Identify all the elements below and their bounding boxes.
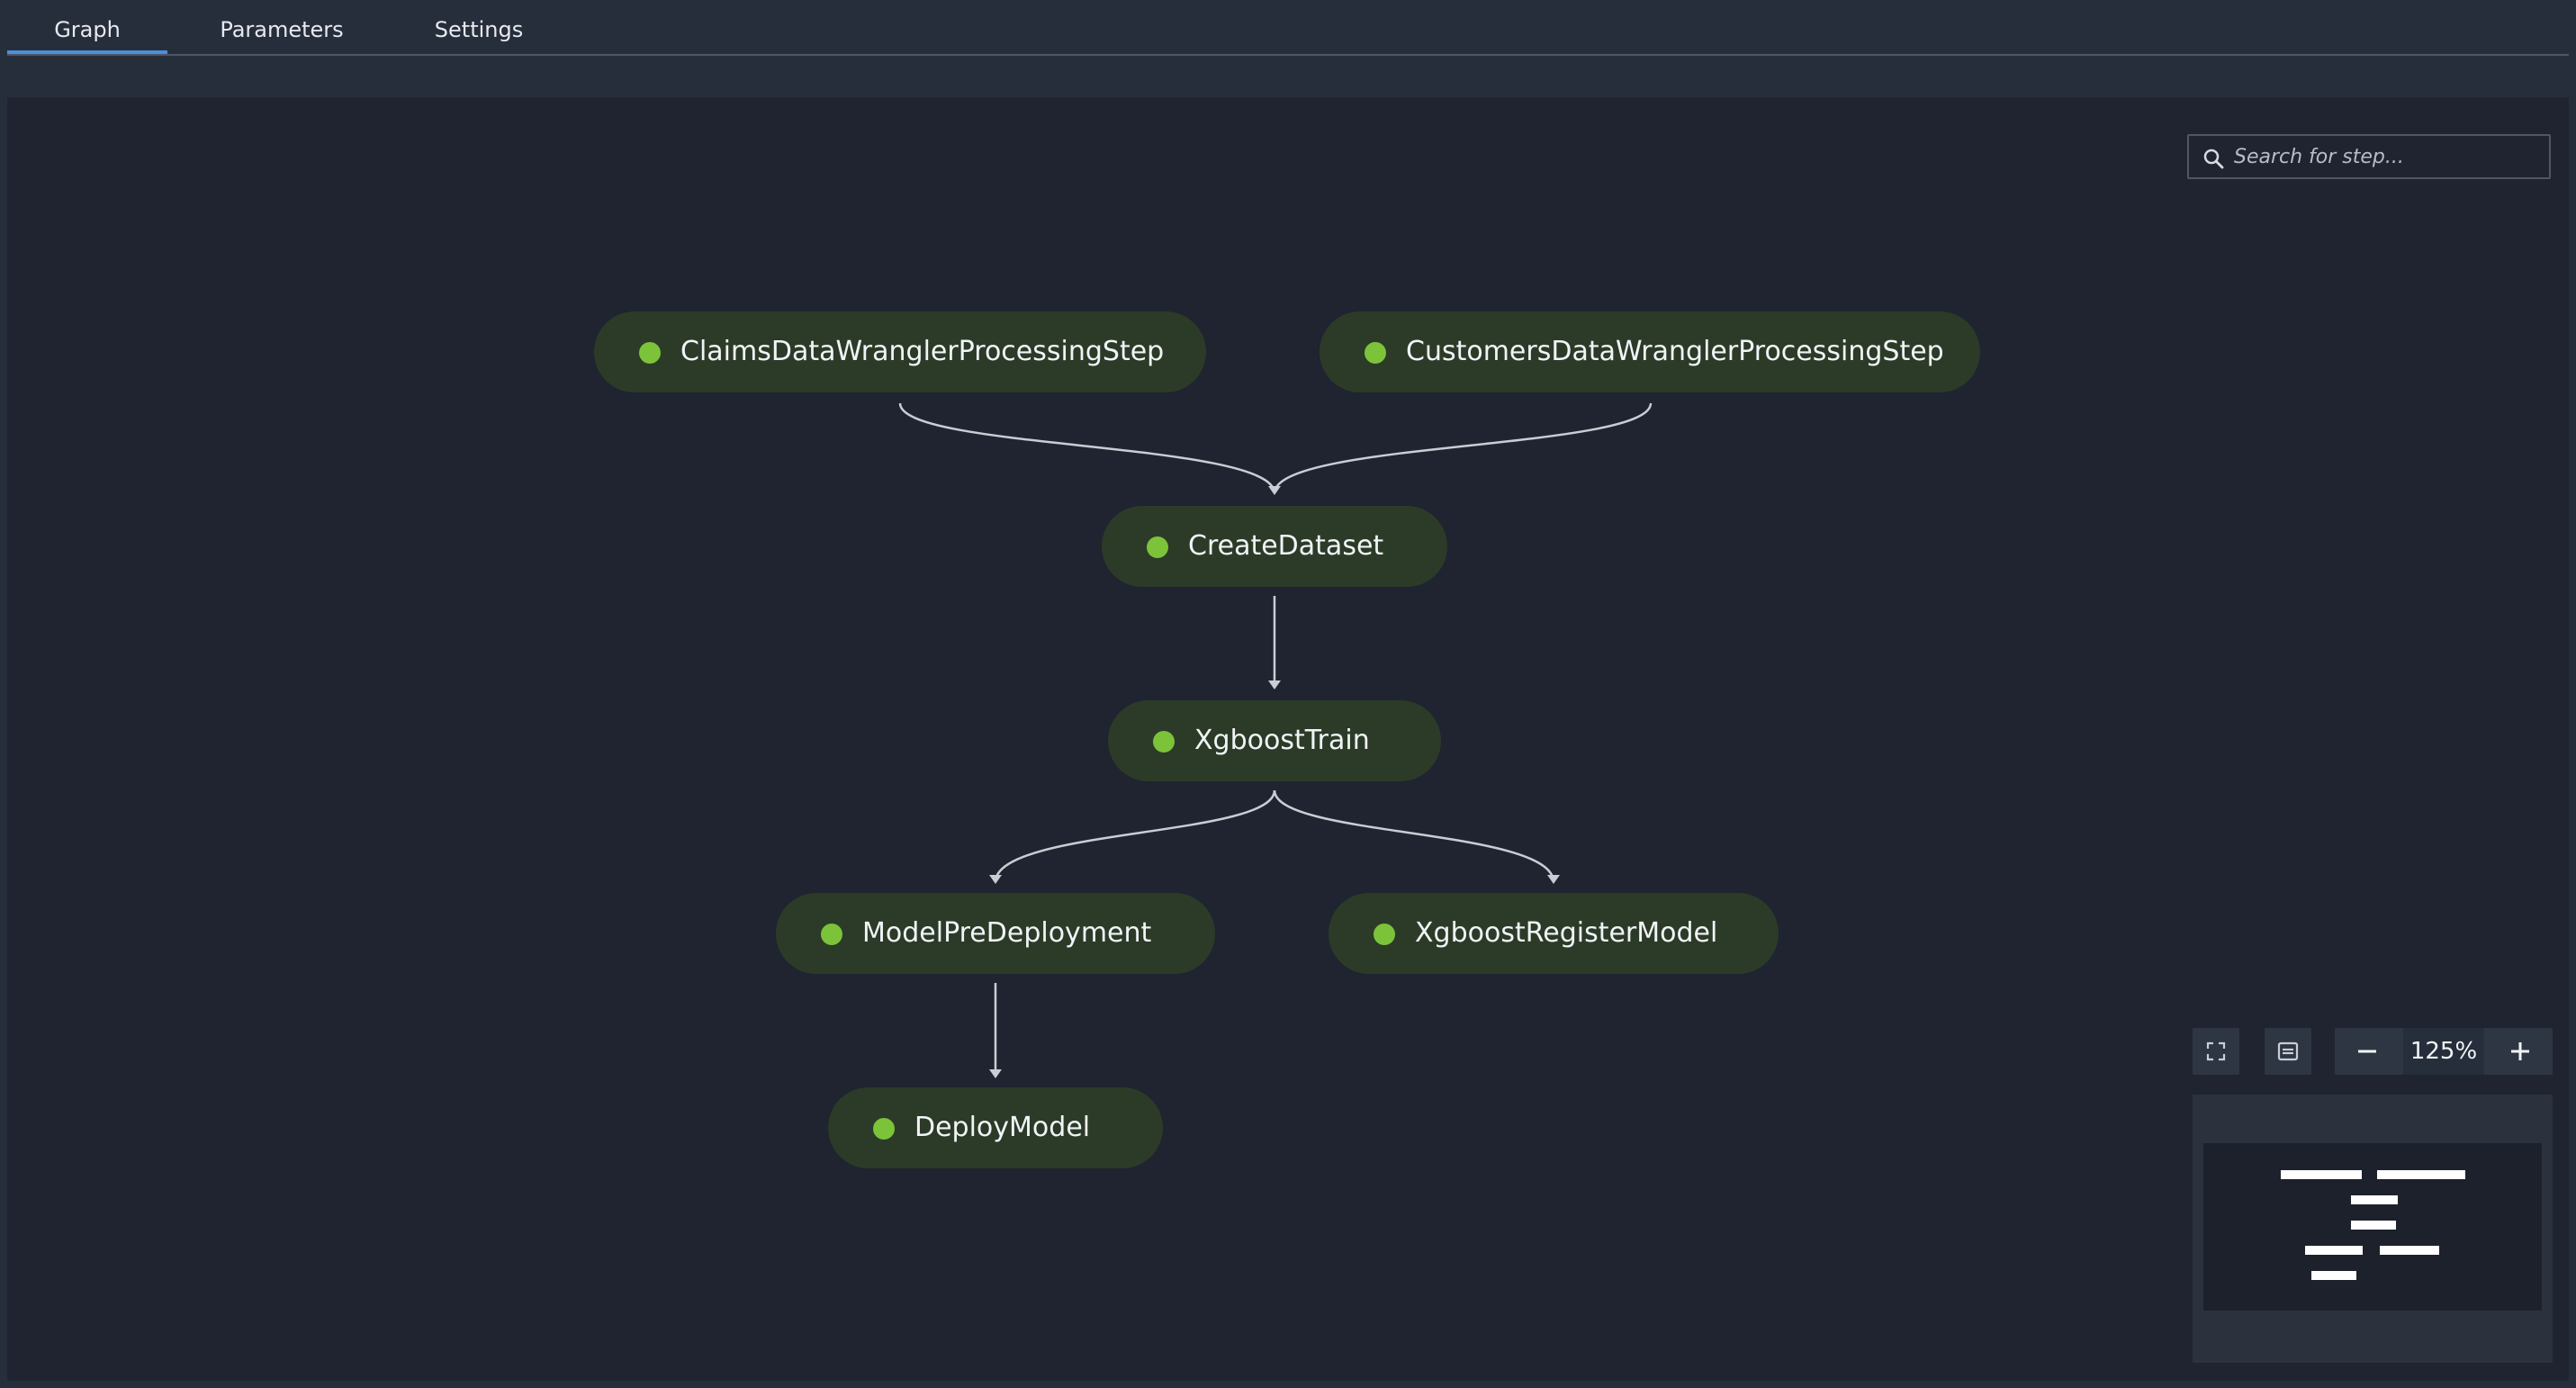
minimap-node	[2380, 1246, 2439, 1255]
node-claims-data-wrangler-processing-step[interactable]: ClaimsDataWranglerProcessingStep	[594, 311, 1206, 392]
fit-to-screen-button[interactable]	[2265, 1028, 2311, 1075]
zoom-level: 125%	[2403, 1028, 2484, 1075]
tab-graph[interactable]: Graph	[7, 0, 167, 54]
fullscreen-button[interactable]	[2193, 1028, 2239, 1075]
search-icon	[2203, 149, 2224, 169]
node-model-pre-deployment[interactable]: ModelPreDeployment	[776, 893, 1215, 974]
tab-settings[interactable]: Settings	[434, 17, 524, 42]
node-xgboost-train[interactable]: XgboostTrain	[1108, 700, 1441, 781]
minimap-node	[2351, 1195, 2398, 1204]
zoom-in-button[interactable]	[2488, 1028, 2553, 1075]
fit-to-screen-icon	[2277, 1041, 2299, 1061]
tab-bar: Graph Parameters Settings	[7, 0, 2569, 56]
zoom-control: 125%	[2335, 1028, 2553, 1075]
status-success-icon	[1147, 536, 1168, 558]
node-label: ModelPreDeployment	[862, 917, 1152, 949]
minus-icon	[2358, 1050, 2376, 1053]
minimap-node	[2305, 1246, 2363, 1255]
minimap[interactable]	[2193, 1095, 2553, 1363]
minimap-node	[2351, 1221, 2396, 1230]
status-success-icon	[1374, 924, 1395, 945]
minimap-node	[2377, 1170, 2465, 1179]
plus-icon	[2511, 1042, 2529, 1060]
node-label: DeployModel	[914, 1112, 1091, 1143]
search-input[interactable]	[2234, 136, 2540, 177]
node-xgboost-register-model[interactable]: XgboostRegisterModel	[1329, 893, 1779, 974]
fullscreen-icon	[2206, 1041, 2226, 1061]
status-success-icon	[873, 1118, 895, 1140]
node-customers-data-wrangler-processing-step[interactable]: CustomersDataWranglerProcessingStep	[1320, 311, 1980, 392]
status-success-icon	[639, 342, 661, 364]
minimap-node	[2311, 1271, 2356, 1280]
node-create-dataset[interactable]: CreateDataset	[1102, 506, 1447, 587]
minimap-viewport[interactable]	[2203, 1143, 2542, 1311]
node-label: CustomersDataWranglerProcessingStep	[1406, 336, 1944, 367]
minimap-node	[2281, 1170, 2362, 1179]
zoom-out-button[interactable]	[2335, 1028, 2400, 1075]
tab-parameters[interactable]: Parameters	[220, 17, 344, 42]
node-label: ClaimsDataWranglerProcessingStep	[680, 336, 1165, 367]
node-label: XgboostTrain	[1194, 725, 1370, 756]
status-success-icon	[1153, 731, 1175, 753]
step-search[interactable]	[2187, 134, 2551, 179]
node-label: XgboostRegisterModel	[1415, 917, 1718, 949]
node-deploy-model[interactable]: DeployModel	[828, 1087, 1163, 1168]
status-success-icon	[1365, 342, 1386, 364]
status-success-icon	[821, 924, 842, 945]
node-label: CreateDataset	[1188, 530, 1384, 562]
